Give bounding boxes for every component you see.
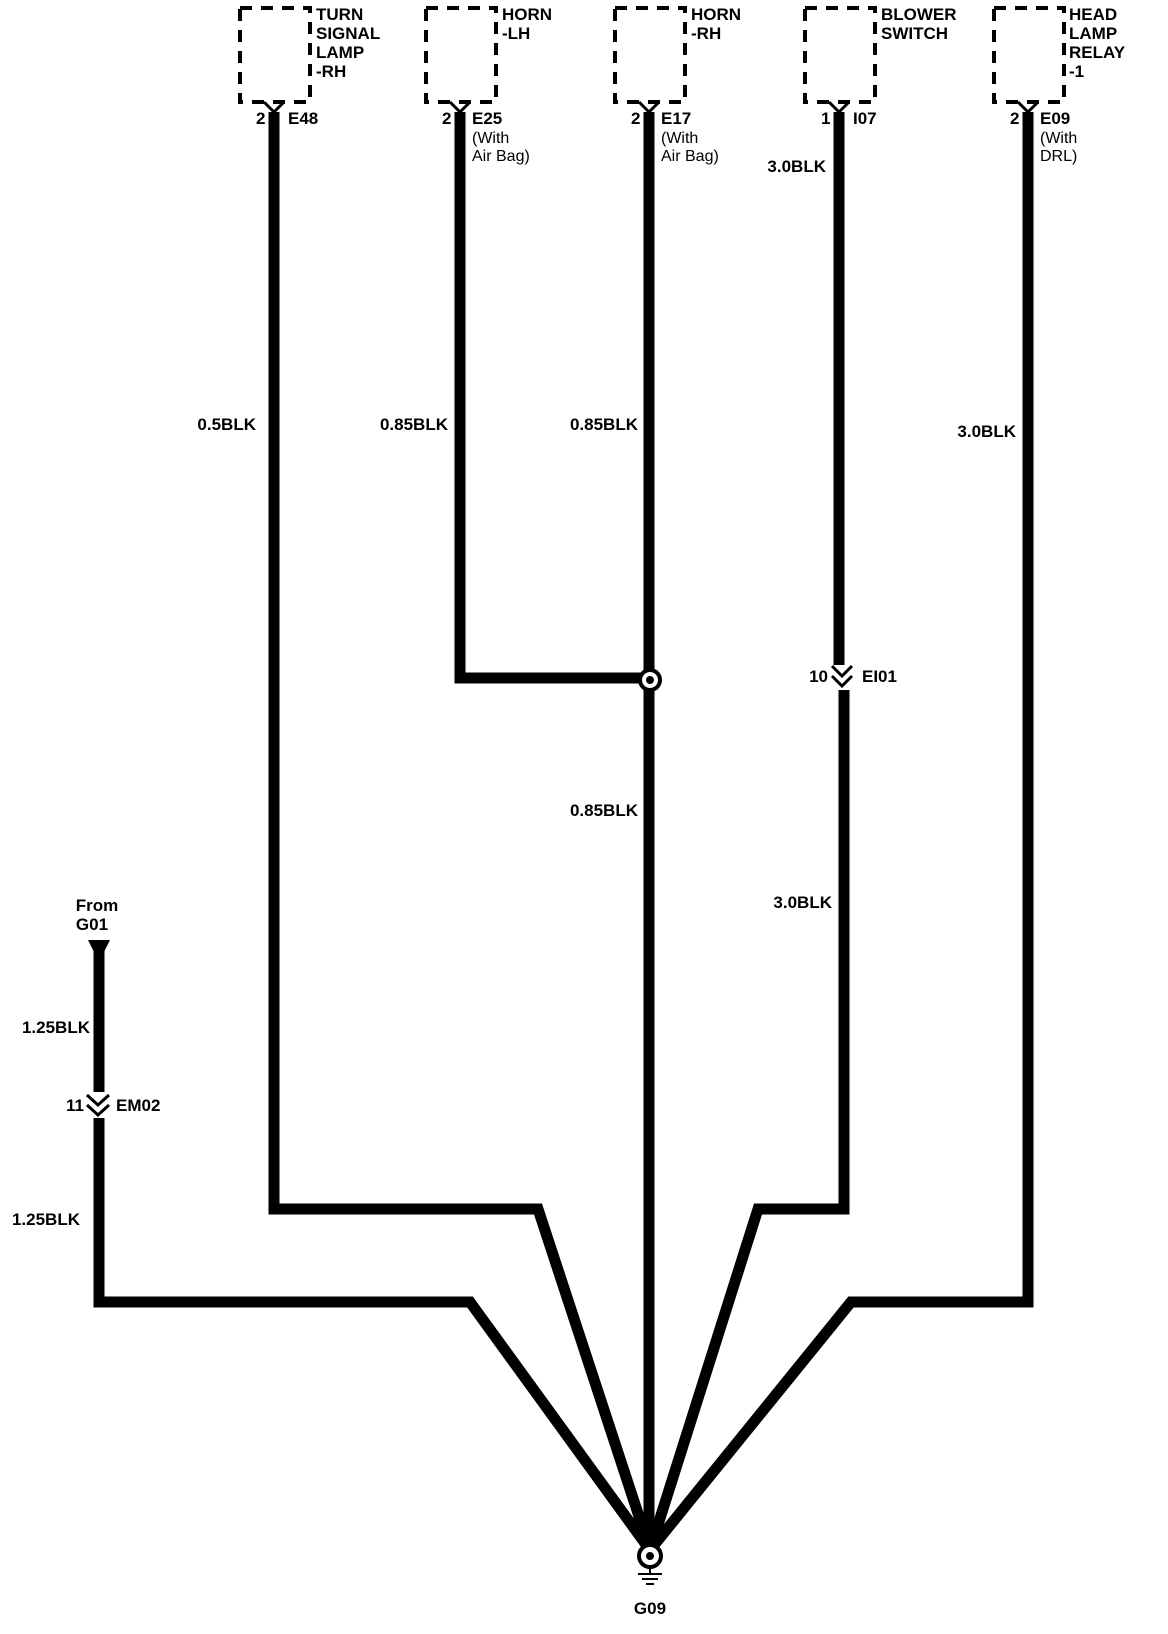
component-turn-signal-lamp-rh [238,6,312,104]
svg-text:SIGNAL: SIGNAL [316,24,380,43]
wire-ei01-lower [644,690,850,1552]
horn-lh-name: HORN -LH [502,5,552,43]
e48-pin: 2 [256,109,265,128]
wire-label-g01-upper: 1.25BLK [22,1018,91,1037]
e25-note-1: (With [472,130,509,147]
wire-label-e48: 0.5BLK [197,415,256,434]
e25-pin: 2 [442,109,451,128]
component-horn-rh [613,6,687,104]
svg-text:LAMP: LAMP [316,43,364,62]
component-blower-switch [803,6,877,104]
source-g01: G01 [76,915,108,934]
svg-text:HORN: HORN [502,5,552,24]
e17-connector-id: E17 [661,109,691,128]
e09-connector-id: E09 [1040,109,1070,128]
head-lamp-relay-name: HEAD LAMP RELAY -1 [1069,5,1126,81]
blower-switch-name: BLOWER SWITCH [881,5,957,43]
e25-note-2: Air Bag) [472,148,530,165]
e17-note-2: Air Bag) [661,148,719,165]
svg-text:TURN: TURN [316,5,363,24]
source-from: From [76,896,119,915]
em02-connector-id: EM02 [116,1096,160,1115]
connector-labels: 2 E48 2 E25 (With Air Bag) 2 E17 (With A… [256,109,1077,165]
wire-label-splice: 0.85BLK [570,801,639,820]
wire-label-e09: 3.0BLK [957,422,1016,441]
wire-label-em02-lower: 1.25BLK [12,1210,81,1229]
wire-label-ei01: 3.0BLK [773,893,832,912]
wire-em02-lower [93,1118,655,1554]
em02-connector-icon [85,1093,111,1118]
svg-text:-1: -1 [1069,62,1084,81]
blower-switch-box [803,6,877,104]
ground-label: G09 [634,1599,666,1618]
horn-rh-name: HORN -RH [691,5,741,43]
svg-text:HORN: HORN [691,5,741,24]
from-g01-arrow-icon [88,940,110,962]
em02-pin: 11 [66,1096,84,1115]
ei01-connector-id: EI01 [862,667,897,686]
svg-text:-LH: -LH [502,24,530,43]
splice-dot-icon [646,676,654,684]
horn-rh-box [613,6,687,104]
e17-pin: 2 [631,109,640,128]
svg-text:BLOWER: BLOWER [881,5,957,24]
ei01-pin: 10 [809,667,828,686]
svg-text:-RH: -RH [691,24,721,43]
svg-text:-RH: -RH [316,62,346,81]
wire-e09 [645,112,1034,1554]
svg-text:LAMP: LAMP [1069,24,1117,43]
turn-signal-lamp-box [238,6,312,104]
component-head-lamp-relay [992,6,1066,104]
ei01-connector-icon [830,664,854,689]
wire-label-i07: 3.0BLK [767,157,826,176]
component-horn-lh [424,6,498,104]
wire-labels: 0.5BLK 0.85BLK 0.85BLK 3.0BLK 3.0BLK 0.8… [12,157,1017,1229]
e09-pin: 2 [1010,109,1019,128]
i07-connector-id: I07 [853,109,877,128]
wires [93,112,1034,1554]
splice-point [638,668,662,692]
inline-connector-labels: 10 EI01 11 EM02 [66,667,897,1115]
wire-e48 [268,112,656,1552]
wire-label-e17: 0.85BLK [570,415,639,434]
e09-note-2: DRL) [1040,148,1077,165]
e17-note-1: (With [661,130,698,147]
wire-label-e25: 0.85BLK [380,415,449,434]
e25-connector-id: E25 [472,109,502,128]
i07-pin: 1 [821,109,830,128]
head-lamp-relay-box [992,6,1066,104]
svg-text:SWITCH: SWITCH [881,24,948,43]
svg-text:RELAY: RELAY [1069,43,1126,62]
e48-connector-id: E48 [288,109,318,128]
wire-e25 [454,112,650,684]
ground-g09-icon [637,1543,663,1585]
source-label: From G01 [76,896,119,934]
horn-lh-box [424,6,498,104]
e09-note-1: (With [1040,130,1077,147]
svg-text:HEAD: HEAD [1069,5,1117,24]
turn-signal-name: TURN SIGNAL LAMP -RH [316,5,380,81]
